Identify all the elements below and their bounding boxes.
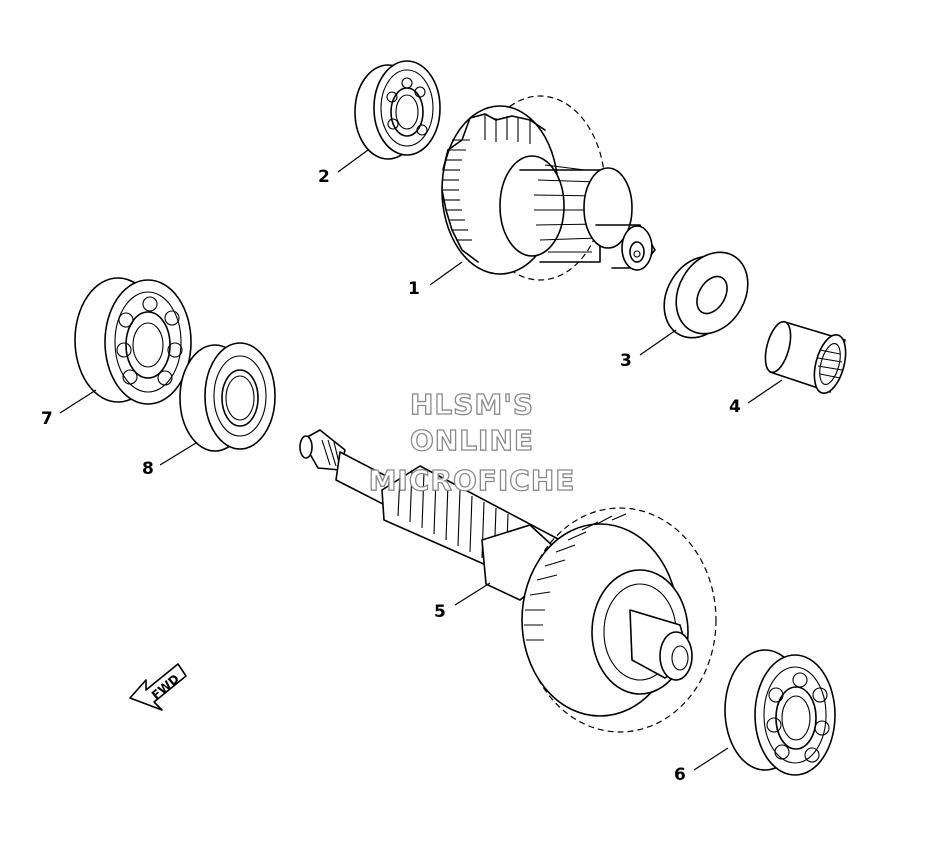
gear-part-1: [441, 95, 656, 281]
needle-bearing-part-4: [764, 320, 847, 395]
washer-part-3: [663, 251, 749, 339]
watermark-line-3: MICROFICHE: [369, 464, 576, 497]
callout-6: 6: [674, 765, 686, 785]
bearing-part-7: [74, 277, 192, 405]
bearing-part-2: [354, 60, 441, 160]
callout-8: 8: [142, 459, 154, 479]
bearing-part-8: [179, 342, 276, 452]
callout-5: 5: [434, 602, 446, 622]
leader-2: [337, 149, 369, 173]
leader-8: [159, 442, 197, 466]
shaft-part-5: [299, 429, 717, 733]
watermark-line-1: HLSM'S: [410, 388, 534, 421]
leader-6: [693, 747, 729, 771]
callout-2: 2: [318, 167, 330, 187]
leader-5: [454, 582, 491, 606]
leader-4: [747, 379, 783, 404]
callout-1: 1: [408, 279, 420, 299]
fwd-arrow-icon: FWD: [129, 663, 187, 711]
bearing-part-6: [724, 649, 836, 776]
leader-1: [429, 261, 463, 286]
leader-3: [639, 329, 677, 356]
callout-3: 3: [620, 351, 632, 371]
watermark-line-2: ONLINE: [410, 424, 534, 457]
watermark: HLSM'S ONLINE MICROFICHE: [368, 387, 576, 497]
leader-7: [59, 389, 97, 414]
callout-7: 7: [41, 409, 53, 429]
leader-lines: [59, 149, 783, 771]
callout-4: 4: [729, 397, 741, 417]
